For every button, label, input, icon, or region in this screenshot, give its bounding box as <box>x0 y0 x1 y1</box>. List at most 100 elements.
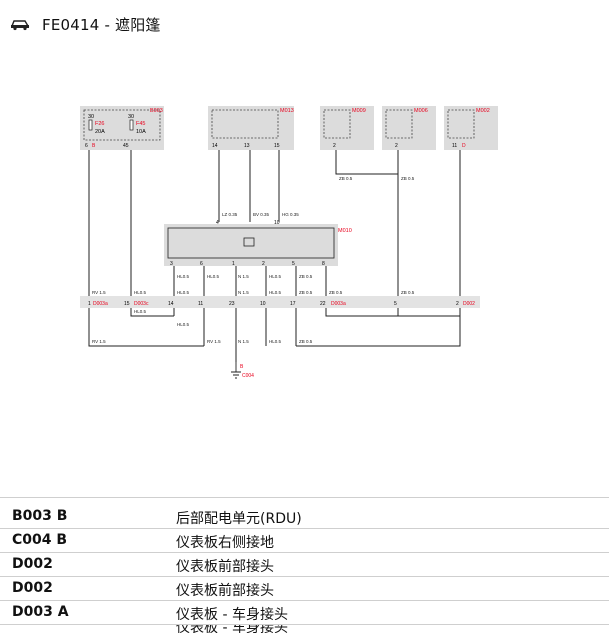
legend-code: D002 <box>12 580 53 596</box>
legend-row[interactable]: D003 A 仪表板 - 车身接头 <box>0 601 609 625</box>
chip-icon <box>243 237 255 247</box>
m009-code: M009 <box>352 108 366 114</box>
ground-code: C004 <box>242 373 254 379</box>
lower-label-hl-1: HL0.5 <box>134 309 147 314</box>
b003-fuse2-top: 30 <box>128 114 134 120</box>
conn-label-15: 15 <box>124 301 130 307</box>
b003-fuse1-top: 30 <box>88 114 94 120</box>
m010-pin-8: 8 <box>322 261 325 267</box>
m006-code: M006 <box>414 108 428 114</box>
legend-code: D002 <box>12 556 53 572</box>
b003-pin-b: B <box>92 143 96 149</box>
conn-label-22: 22 <box>320 301 326 307</box>
ground-icon <box>231 362 241 379</box>
separator <box>0 497 609 498</box>
m009-pin-2: 2 <box>333 143 336 149</box>
m013-code: M013 <box>280 108 294 114</box>
legend-code: B003 B <box>12 508 68 524</box>
legend-row[interactable]: 仪表板 - 车身接头 <box>0 625 609 633</box>
b003-fuse1-rating: 20A <box>95 129 105 135</box>
m010-pin-1: 1 <box>232 261 235 267</box>
wire-labels: LZ 0.35 BV 0.35 HG 0.35 ZB 0.5 ZB 0.5 HL… <box>92 176 415 344</box>
wire-zb-2: ZB 0.5 <box>401 176 415 181</box>
b003-fuse2-name: F45 <box>136 121 145 127</box>
m010-pin-5: 5 <box>292 261 295 267</box>
wire-hl-3: HL0.5 <box>269 274 282 279</box>
conn-label-5: 5 <box>394 301 397 307</box>
wire-hg: HG 0.35 <box>282 212 299 217</box>
b003-pin-6: 6 <box>85 143 88 149</box>
lower-label-n: N 1.5 <box>238 339 249 344</box>
m013-pin-13: 13 <box>244 143 250 149</box>
car-icon <box>10 20 30 31</box>
legend-desc: 后部配电单元(RDU) <box>176 511 302 527</box>
conn-label-14: 14 <box>168 301 174 307</box>
module-m010[interactable]: M010 4 10 3 6 1 2 5 8 <box>164 220 352 267</box>
conn-label-23: 23 <box>229 301 235 307</box>
module-m009[interactable]: M009 2 <box>320 106 374 150</box>
conn-label-2: 2 <box>456 301 459 307</box>
legend-row[interactable]: C004 B 仪表板右侧接地 <box>0 529 609 553</box>
module-b003[interactable]: B003 30 30 F26 F45 20A 10A 6 B 45 <box>80 106 164 150</box>
conn-code-d003c: D003c <box>134 301 149 307</box>
legend-row[interactable]: D002 仪表板前部接头 <box>0 553 609 577</box>
module-m002[interactable]: M002 11 D <box>444 106 498 150</box>
conn-code-d003a-2: D003a <box>331 301 346 307</box>
m010-pin-2: 2 <box>262 261 265 267</box>
b003-pin-45: 45 <box>123 143 129 149</box>
conn-label-17: 17 <box>290 301 296 307</box>
m013-pin-15: 15 <box>274 143 280 149</box>
wire-zb-3: ZB 0.5 <box>299 274 313 279</box>
m010-top-pin-10: 10 <box>274 220 280 226</box>
m002-pin-d: D <box>462 143 466 149</box>
lower-label-rv-2: RV 1.5 <box>207 339 221 344</box>
wire-hl-1: HL0.5 <box>177 274 190 279</box>
connector-band: 1 D003a 15 D003c 14 11 23 10 17 22 D003a… <box>80 296 480 308</box>
m006-pin-2: 2 <box>395 143 398 149</box>
legend-row[interactable]: B003 B 后部配电单元(RDU) <box>0 505 609 529</box>
upper-label-rv: RV 1.5 <box>92 290 106 295</box>
conn-code-d003a: D003a <box>93 301 108 307</box>
page-title: FE0414 - 遮阳篷 <box>42 16 161 34</box>
legend-code: D003 A <box>12 604 69 620</box>
m010-pin-6: 6 <box>200 261 203 267</box>
conn-label-11: 11 <box>198 301 203 307</box>
upper-label-zb-2: ZB 0.5 <box>329 290 343 295</box>
legend-desc: 仪表板 - 车身接头 <box>176 625 288 633</box>
module-m006[interactable]: M006 2 <box>382 106 436 150</box>
legend-desc: 仪表板右侧接地 <box>176 535 274 551</box>
upper-label-zb-1: ZB 0.5 <box>299 290 313 295</box>
upper-label-hl-3: HL0.5 <box>269 290 282 295</box>
ground-c004[interactable]: B C004 <box>231 362 254 379</box>
upper-label-hl-2: HL0.5 <box>177 290 190 295</box>
legend-desc: 仪表板 - 车身接头 <box>176 607 288 623</box>
wiring-diagram: B003 30 30 F26 F45 20A 10A 6 B 45 M013 1… <box>80 106 498 379</box>
lower-label-zb: ZB 0.5 <box>299 339 313 344</box>
conn-label-1: 1 <box>88 301 91 307</box>
wire-n-1: N 1.5 <box>238 274 249 279</box>
b003-code: B003 <box>150 108 163 114</box>
conn-label-10: 10 <box>260 301 266 307</box>
lower-label-hl-2: HL0.5 <box>177 322 190 327</box>
legend-desc: 仪表板前部接头 <box>176 559 274 575</box>
m010-pin-3: 3 <box>170 261 173 267</box>
b003-fuse1-name: F26 <box>95 121 104 127</box>
upper-label-hl-1: HL0.5 <box>134 290 147 295</box>
page-header: FE0414 - 遮阳篷 <box>0 0 609 46</box>
upper-label-zb-3: ZB 0.5 <box>401 290 415 295</box>
m010-top-pin-4: 4 <box>216 220 219 226</box>
b003-fuse2-rating: 10A <box>136 129 146 135</box>
component-legend: B003 B 后部配电单元(RDU) C004 B 仪表板右侧接地 D002 仪… <box>0 505 609 633</box>
legend-row[interactable]: D002 仪表板前部接头 <box>0 577 609 601</box>
m013-pin-14: 14 <box>212 143 218 149</box>
legend-desc: 仪表板前部接头 <box>176 583 274 599</box>
module-m013[interactable]: M013 14 13 15 <box>208 106 294 150</box>
wire-lz: LZ 0.35 <box>222 212 238 217</box>
wire-bv: BV 0.35 <box>253 212 270 217</box>
m002-code: M002 <box>476 108 490 114</box>
legend-code: C004 B <box>12 532 68 548</box>
m002-pin-11: 11 <box>452 143 457 149</box>
m010-code: M010 <box>338 228 352 234</box>
ground-pin: B <box>240 364 244 370</box>
lower-label-hl-3: HL0.5 <box>269 339 282 344</box>
